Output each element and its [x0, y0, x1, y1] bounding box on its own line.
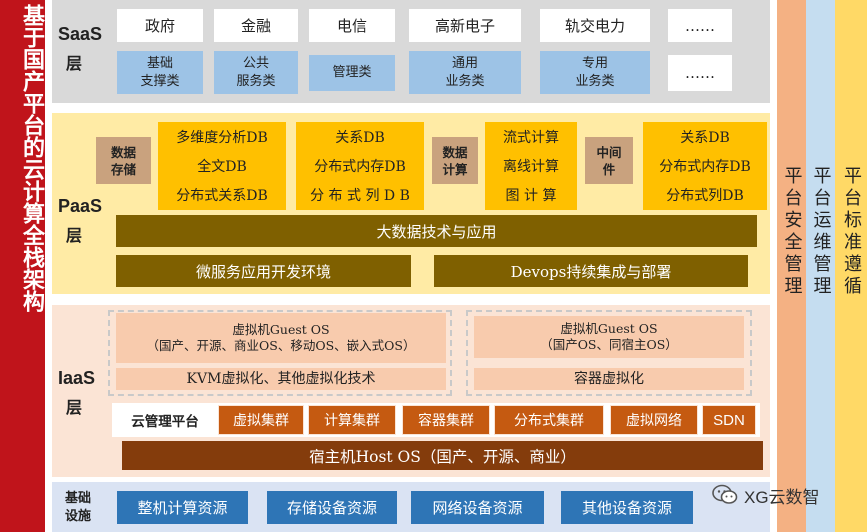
infra-network-resources: 网络设备资源	[411, 491, 544, 524]
saas-layer-label: SaaS 层	[58, 22, 110, 74]
saas-domain-government: 政府	[117, 9, 203, 42]
middleware-item: 分布式列DB	[666, 187, 744, 204]
host-os-bar: 宿主机Host OS（国产、开源、商业）	[122, 441, 763, 470]
wechat-icon	[712, 484, 738, 506]
architecture-title: 基于国产平台的云计算全栈架构	[0, 0, 45, 532]
infrastructure-label: 基础 设施	[64, 491, 91, 524]
saas-type-public-service: 公共 服务类	[214, 51, 298, 94]
paas-label: PaaS	[58, 196, 103, 216]
vm-left-group	[108, 310, 452, 396]
watermark: XG云数智	[712, 478, 842, 512]
compute-item: 流式计算	[503, 129, 559, 146]
saas-domain-finance: 金融	[214, 9, 298, 42]
middleware-item: 分布式内存DB	[659, 158, 751, 175]
saas-domain-rail-power: 轨交电力	[540, 9, 650, 42]
middleware-item: 关系DB	[680, 129, 730, 146]
paas-layer-label: PaaS 层	[58, 194, 114, 246]
mgmt-virtual-cluster: 虚拟集群	[218, 405, 304, 435]
paas-sub-label: 层	[66, 226, 83, 245]
vm-guest-os-right: 虚拟机Guest OS （国产OS、同宿主OS）	[474, 316, 744, 358]
mgmt-sdn: SDN	[702, 405, 756, 435]
saas-type-management: 管理类	[309, 55, 395, 91]
relational-db-item: 关系DB	[335, 129, 385, 146]
saas-type-general-business: 通用 业务类	[409, 51, 521, 94]
saas-domain-more: ……	[668, 9, 732, 42]
relational-db-group: 关系DB 分布式内存DB 分 布 式 列 D B	[296, 122, 424, 210]
middleware-group: 关系DB 分布式内存DB 分布式列DB	[643, 122, 767, 210]
saas-label: SaaS	[58, 24, 103, 44]
storage-db-item: 多维度分析DB	[176, 129, 268, 146]
middleware-label: 中间 件	[585, 137, 633, 184]
cloud-mgmt-label: 云管理平台	[131, 414, 199, 430]
microservice-env-bar: 微服务应用开发环境	[116, 255, 411, 287]
storage-db-item: 分布式关系DB	[176, 187, 268, 204]
compute-item: 图 计 算	[505, 187, 557, 204]
saas-domain-electronics: 高新电子	[409, 9, 521, 42]
iaas-label: IaaS	[58, 368, 96, 388]
saas-type-base-support: 基础 支撑类	[117, 51, 203, 94]
saas-domain-telecom: 电信	[309, 9, 395, 42]
compute-item: 离线计算	[503, 158, 559, 175]
kvm-virtualization: KVM虚拟化、其他虚拟化技术	[116, 368, 446, 390]
compute-group: 流式计算 离线计算 图 计 算	[485, 122, 577, 210]
storage-db-group: 多维度分析DB 全文DB 分布式关系DB	[158, 122, 286, 210]
iaas-sub-label: 层	[66, 398, 83, 417]
platform-standard-column: 平台标准遵循	[835, 0, 867, 532]
devops-bar: Devops持续集成与部署	[434, 255, 748, 287]
relational-db-item: 分布式内存DB	[314, 158, 406, 175]
mgmt-compute-cluster: 计算集群	[308, 405, 396, 435]
data-compute-label: 数据 计算	[432, 137, 478, 184]
bigdata-tech-bar: 大数据技术与应用	[116, 215, 757, 247]
data-storage-label: 数据 存储	[96, 137, 151, 184]
mgmt-virtual-network: 虚拟网络	[610, 405, 698, 435]
infra-storage-resources: 存储设备资源	[267, 491, 397, 524]
mgmt-distributed-cluster: 分布式集群	[494, 405, 604, 435]
saas-type-special-business: 专用 业务类	[540, 51, 650, 94]
mgmt-container-cluster: 容器集群	[402, 405, 490, 435]
watermark-text: XG云数智	[744, 487, 820, 507]
infra-other-resources: 其他设备资源	[561, 491, 693, 524]
saas-sub-label: 层	[66, 54, 83, 73]
iaas-layer-label: IaaS 层	[58, 366, 110, 418]
infra-compute-resources: 整机计算资源	[117, 491, 248, 524]
platform-security-column: 平台安全管理	[777, 0, 806, 532]
saas-type-more: ……	[668, 55, 732, 91]
relational-db-item: 分 布 式 列 D B	[310, 187, 410, 204]
vm-guest-os-left: 虚拟机Guest OS （国产、开源、商业OS、移动OS、嵌入式OS）	[116, 313, 446, 363]
platform-ops-column: 平台运维管理	[806, 0, 835, 532]
storage-db-item: 全文DB	[197, 158, 247, 175]
vm-right-group	[466, 310, 752, 396]
container-virtualization: 容器虚拟化	[474, 368, 744, 390]
